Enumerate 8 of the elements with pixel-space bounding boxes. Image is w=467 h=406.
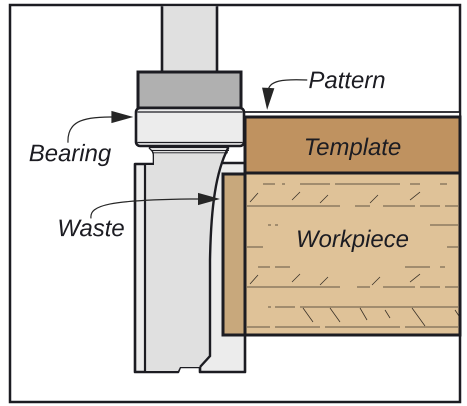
part-label: Pattern bbox=[309, 72, 384, 88]
workpiece-board: Workpiece bbox=[244, 172, 462, 336]
bearing bbox=[134, 106, 246, 148]
pattern-strip bbox=[243, 111, 461, 118]
waste-strip bbox=[222, 172, 246, 336]
part-label: Waste bbox=[59, 220, 124, 236]
template-board: Template bbox=[244, 116, 462, 174]
part-label: Bearing bbox=[30, 144, 111, 166]
